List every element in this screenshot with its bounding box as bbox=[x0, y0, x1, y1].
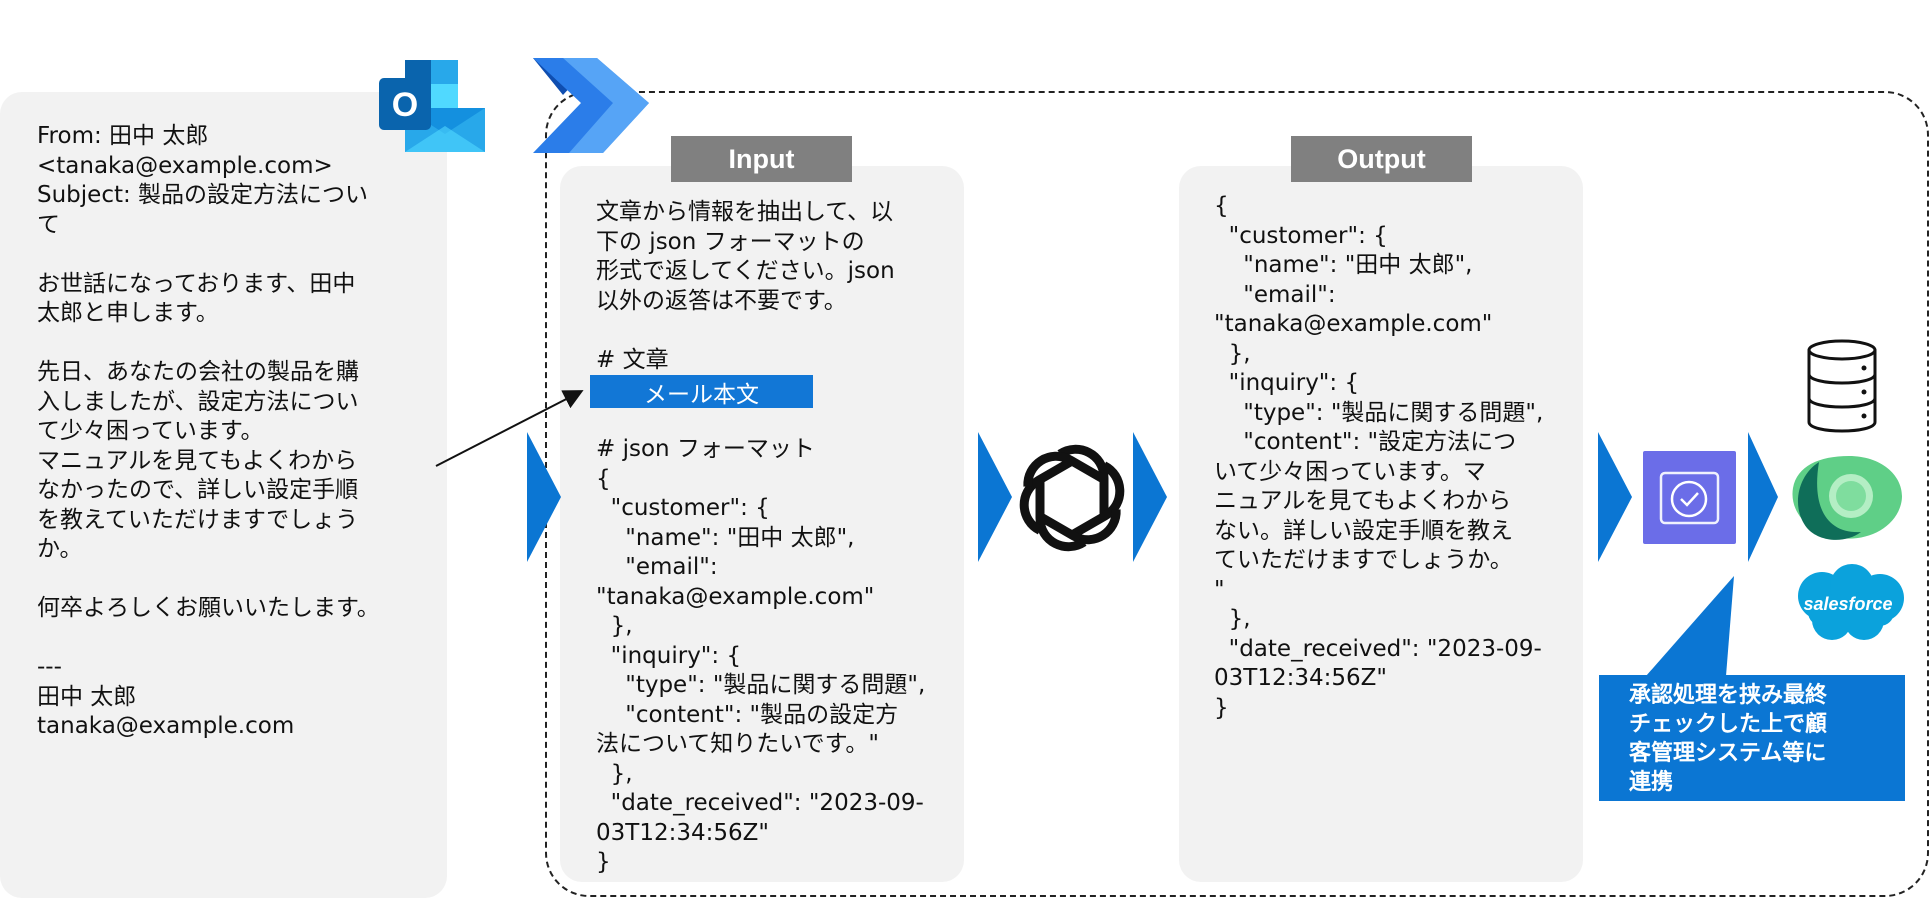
outlook-icon: O bbox=[379, 60, 485, 152]
approvals-icon bbox=[1659, 471, 1720, 525]
outlook-letter: O bbox=[392, 86, 418, 124]
chevron-right-icon bbox=[978, 432, 1012, 562]
note-callout-pointer bbox=[1646, 576, 1734, 676]
input-tab: Input bbox=[671, 136, 852, 182]
output-tab: Output bbox=[1291, 136, 1472, 182]
input-json-format: # json フォーマット { "customer": { "name": "田… bbox=[596, 436, 926, 875]
power-automate-icon bbox=[533, 58, 649, 153]
salesforce-icon: salesforce bbox=[1798, 564, 1904, 640]
dataverse-icon bbox=[1792, 456, 1902, 540]
email-text: From: 田中 太郎 <tanaka@example.com> Subject… bbox=[37, 123, 380, 739]
email-to-input-arrow bbox=[435, 390, 584, 467]
input-panel bbox=[560, 166, 964, 882]
integration-note: 承認処理を挟み最終 チェックした上で顧 客管理システム等に 連携 bbox=[1599, 675, 1905, 801]
openai-icon bbox=[1019, 444, 1125, 552]
chevron-right-icon bbox=[527, 432, 561, 562]
chevron-right-icon bbox=[1598, 432, 1632, 562]
database-icon bbox=[1807, 339, 1877, 433]
chevron-right-icon bbox=[1748, 432, 1778, 562]
approvals-tile bbox=[1643, 451, 1736, 544]
output-panel bbox=[1179, 166, 1583, 882]
email-panel: From: 田中 太郎 <tanaka@example.com> Subject… bbox=[0, 92, 447, 898]
salesforce-wordmark: salesforce bbox=[1803, 594, 1892, 614]
chevron-right-icon bbox=[1133, 432, 1167, 562]
output-json: { "customer": { "name": "田中 太郎", "email"… bbox=[1214, 193, 1544, 721]
email-body-placeholder: メール本文 bbox=[590, 375, 813, 408]
input-instruction: 文章から情報を抽出して、以 下の json フォーマットの 形式で返してください… bbox=[596, 199, 895, 373]
